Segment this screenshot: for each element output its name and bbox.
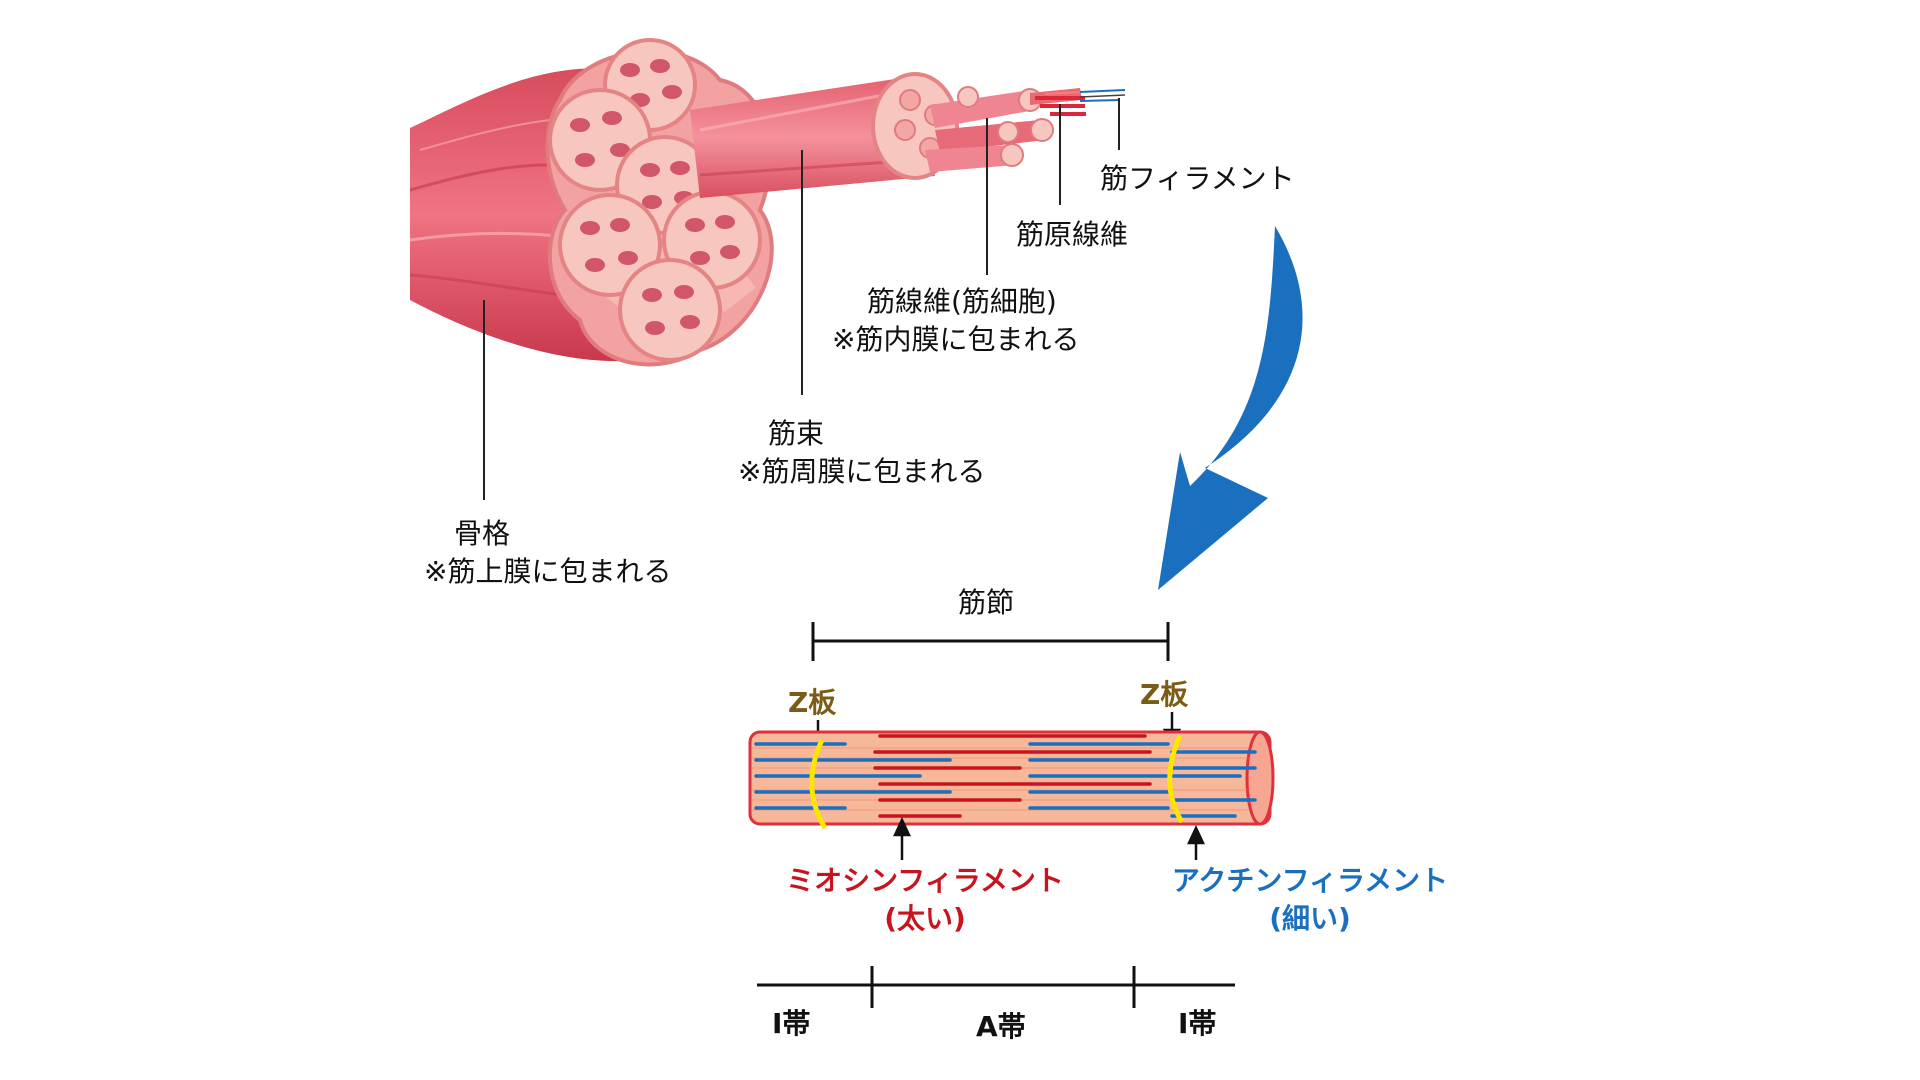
label-myosin: ミオシンフィラメント (太い) bbox=[760, 862, 1090, 938]
label-skeletal: 骨格 ※筋上膜に包まれる bbox=[424, 515, 671, 591]
label-actin-name: アクチンフィラメント bbox=[1171, 864, 1449, 897]
label-fiber-note: ※筋内膜に包まれる bbox=[832, 322, 1080, 356]
label-actin: アクチンフィラメント (細い) bbox=[1140, 862, 1480, 938]
sarcomere-cylinder bbox=[748, 730, 1275, 830]
sarcomere-title: 筋節 bbox=[958, 586, 1015, 619]
myosin-filaments bbox=[873, 734, 1152, 818]
label-fascicle-note: ※筋周膜に包まれる bbox=[738, 454, 986, 488]
actin-filaments bbox=[754, 742, 1257, 818]
label-actin-note: (細い) bbox=[1269, 901, 1351, 935]
label-skeletal-note: ※筋上膜に包まれる bbox=[424, 554, 672, 588]
myofilament-illustration bbox=[1079, 89, 1126, 102]
label-myosin-note: (太い) bbox=[884, 901, 966, 935]
label-fiber-name: 筋線維(筋細胞) bbox=[867, 285, 1057, 318]
leader-lines bbox=[483, 98, 1120, 500]
label-myosin-name: ミオシンフィラメント bbox=[786, 864, 1064, 897]
z-disc-right-label: Z板 bbox=[1140, 678, 1189, 711]
label-fiber: 筋線維(筋細胞) ※筋内膜に包まれる bbox=[832, 283, 1079, 359]
band-a-label: A帯 bbox=[976, 1010, 1026, 1043]
myofibril-illustration bbox=[1030, 88, 1086, 116]
sarcomere-bracket bbox=[811, 622, 1170, 661]
zoom-arrow bbox=[1158, 226, 1303, 590]
band-i-left-label: I帯 bbox=[772, 1007, 811, 1040]
z-disc-left bbox=[809, 738, 828, 830]
label-fascicle-name: 筋束 bbox=[768, 417, 825, 450]
fascicle-4 bbox=[558, 193, 662, 297]
label-myofibril: 筋原線維 bbox=[1016, 218, 1129, 251]
z-disc-right bbox=[1167, 734, 1185, 824]
band-scale bbox=[757, 966, 1235, 1008]
label-myofilament: 筋フィラメント bbox=[1100, 162, 1295, 195]
filament-arrows bbox=[893, 817, 1205, 860]
fascicle-illustration bbox=[690, 72, 959, 198]
z-disc-left-label: Z板 bbox=[788, 686, 837, 719]
band-i-right-label: I帯 bbox=[1178, 1007, 1217, 1040]
fascicle-6 bbox=[618, 258, 722, 362]
label-fascicle: 筋束 ※筋周膜に包まれる bbox=[738, 415, 985, 491]
label-skeletal-name: 骨格 bbox=[454, 517, 511, 550]
fascicle-cross-sections bbox=[548, 38, 762, 362]
